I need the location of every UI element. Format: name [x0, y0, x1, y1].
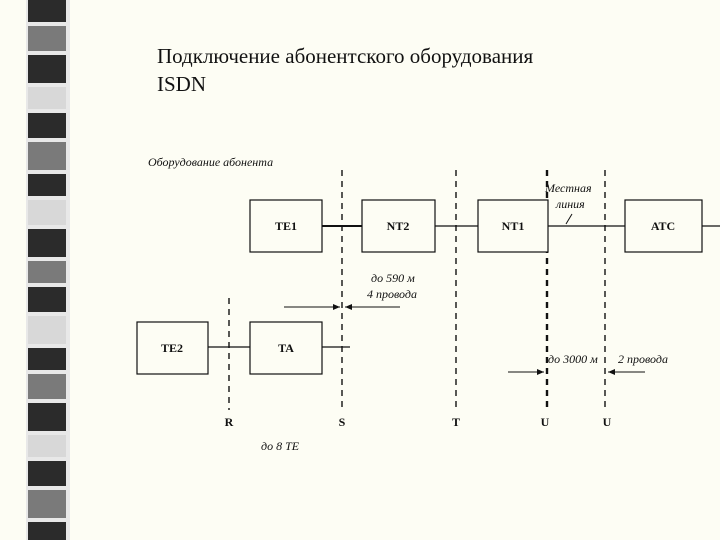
box-te1-label: TE1: [275, 219, 297, 233]
te-count-label: до 8 TE: [261, 439, 300, 453]
stripe-block: [28, 403, 66, 431]
box-nt1-label: NT1: [502, 219, 525, 233]
stripe-block: [28, 55, 66, 83]
box-nt2-label: NT2: [387, 219, 410, 233]
local-line-label-1: Местная: [544, 181, 592, 195]
stripe-block: [28, 435, 66, 457]
stripe-block: [28, 261, 66, 283]
decorative-stripe-bar: [0, 0, 80, 540]
ref-point-s: S: [339, 415, 346, 429]
local-line-label-2: линия: [555, 197, 585, 211]
stripe-block: [28, 26, 66, 51]
u-wires-label: 2 провода: [618, 352, 668, 366]
stripe-block: [28, 348, 66, 370]
box-nt1: [477, 199, 549, 253]
box-ta-label: TA: [278, 341, 294, 355]
u-distance-label: до 3000 м: [548, 352, 598, 366]
st-wires-label: 4 провода: [367, 287, 417, 301]
st-distance-label: до 590 м: [371, 271, 415, 285]
stripe-block: [28, 522, 66, 540]
ref-point-u1: U: [541, 415, 550, 429]
box-te1: [249, 199, 323, 253]
box-te2: [136, 321, 209, 375]
box-ta: [249, 321, 323, 375]
stripe-block: [28, 316, 66, 344]
ref-point-t: T: [452, 415, 460, 429]
ref-point-u2: U: [603, 415, 612, 429]
box-ats-label: АТС: [651, 219, 675, 233]
stripe-block: [28, 229, 66, 257]
stripe-block: [28, 374, 66, 399]
box-nt2: [361, 199, 436, 253]
slide-title: Подключение абонентского оборудования IS…: [157, 42, 533, 98]
stripe-block: [28, 113, 66, 138]
stripe-block: [28, 287, 66, 312]
stripe-block: [28, 0, 66, 22]
title-line-1: Подключение абонентского оборудования: [157, 44, 534, 68]
stripe-block: [28, 461, 66, 486]
subscriber-equipment-label: Оборудование абонента: [148, 155, 273, 169]
local-line-pointer: [565, 213, 573, 225]
stripe-block: [28, 87, 66, 109]
stripe-block: [28, 490, 66, 518]
box-te2-label: TE2: [161, 341, 183, 355]
ref-point-r: R: [225, 415, 234, 429]
stripe-block: [28, 142, 66, 170]
stripe-block: [28, 174, 66, 196]
title-line-2: ISDN: [157, 72, 207, 96]
stripe-block: [28, 200, 66, 225]
box-ats: [624, 199, 703, 253]
